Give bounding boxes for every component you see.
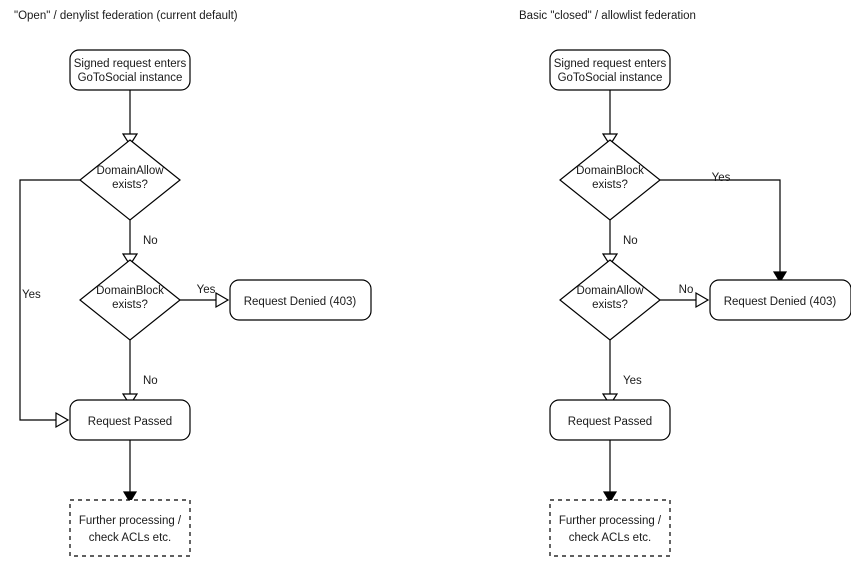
node-domainblock-left[interactable]: DomainBlock exists?: [79, 259, 181, 341]
edge-passed-to-further-right: [602, 440, 618, 504]
node-request-denied-right-shape[interactable]: [709, 279, 851, 321]
edge-domainallow-no-left: No: [121, 220, 158, 267]
node-start-right[interactable]: Signed request enters GoToSocial instanc…: [549, 49, 671, 91]
node-further-processing-right-shape[interactable]: [549, 499, 671, 557]
node-start-left-label-line2: GoToSocial instance: [78, 72, 183, 84]
edge-label-domainblock-no-left: No: [143, 375, 158, 387]
node-domainallow-right-label-line2: exists?: [592, 299, 628, 311]
node-domainallow-right-label-line1: DomainAllow: [576, 285, 644, 297]
node-start-left[interactable]: Signed request enters GoToSocial instanc…: [69, 49, 191, 91]
edge-label-domainblock-no-right: No: [623, 235, 638, 247]
edge-domainallow-no-right: No: [660, 284, 710, 309]
edge-domainallow-yes-right: Yes: [601, 340, 642, 407]
node-domainblock-left-label-line2: exists?: [112, 299, 148, 311]
edge-start-to-domainblock-right: [601, 90, 619, 147]
panel-closed-allowlist: Basic "closed" / allowlist federation Si…: [519, 10, 851, 557]
node-domainblock-right-label-line2: exists?: [592, 179, 628, 191]
edge-label-domainallow-yes-left: Yes: [22, 289, 41, 301]
edge-label-domainblock-yes-right: Yes: [712, 172, 731, 184]
node-request-denied-right[interactable]: Request Denied (403): [709, 279, 851, 321]
panel-title-open-denylist: "Open" / denylist federation (current de…: [14, 10, 238, 22]
node-domainblock-right-label-line1: DomainBlock: [576, 165, 644, 177]
edge-domainblock-yes-left: Yes: [180, 284, 230, 309]
edge-start-to-domainallow-left: [121, 90, 139, 147]
edge-label-domainblock-yes-left: Yes: [197, 284, 216, 296]
node-further-processing-right[interactable]: Further processing / check ACLs etc.: [549, 499, 671, 557]
node-request-passed-right-label: Request Passed: [568, 416, 652, 428]
node-request-denied-left[interactable]: Request Denied (403): [229, 279, 372, 321]
node-domainblock-right[interactable]: DomainBlock exists?: [559, 139, 661, 221]
node-request-denied-right-label: Request Denied (403): [724, 296, 837, 308]
node-request-denied-left-label: Request Denied (403): [244, 296, 357, 308]
edge-passed-to-further-left: [122, 440, 138, 504]
node-request-passed-left[interactable]: Request Passed: [69, 399, 191, 441]
node-request-denied-left-shape[interactable]: [229, 279, 372, 321]
node-start-right-label-line2: GoToSocial instance: [558, 72, 663, 84]
node-start-left-label-line1: Signed request enters: [74, 58, 187, 70]
node-further-processing-left-label-line2: check ACLs etc.: [89, 532, 171, 544]
edge-label-domainallow-no-right: No: [679, 284, 694, 296]
node-request-passed-right[interactable]: Request Passed: [549, 399, 671, 441]
edge-domainblock-yes-right: Yes: [660, 172, 788, 284]
node-further-processing-left[interactable]: Further processing / check ACLs etc.: [69, 499, 191, 557]
edge-label-domainallow-yes-right: Yes: [623, 375, 642, 387]
edge-domainallow-yes-left: Yes: [19, 179, 80, 429]
edge-label-domainallow-no-left: No: [143, 235, 158, 247]
node-further-processing-left-shape[interactable]: [69, 499, 191, 557]
node-domainblock-left-label-line1: DomainBlock: [96, 285, 164, 297]
node-domainallow-left-label-line2: exists?: [112, 179, 148, 191]
node-domainallow-right[interactable]: DomainAllow exists?: [559, 259, 661, 341]
node-further-processing-right-label-line1: Further processing /: [559, 515, 662, 527]
panel-open-denylist: "Open" / denylist federation (current de…: [14, 10, 372, 557]
panel-title-closed-allowlist: Basic "closed" / allowlist federation: [519, 10, 696, 22]
node-start-right-shape[interactable]: [549, 49, 671, 91]
node-start-left-shape[interactable]: [69, 49, 191, 91]
edge-domainblock-no-right: No: [601, 220, 638, 267]
node-start-right-label-line1: Signed request enters: [554, 58, 667, 70]
node-domainallow-left[interactable]: DomainAllow exists?: [79, 139, 181, 221]
node-further-processing-right-label-line2: check ACLs etc.: [569, 532, 651, 544]
node-further-processing-left-label-line1: Further processing /: [79, 515, 182, 527]
edge-domainblock-no-left: No: [121, 340, 158, 407]
node-request-passed-left-label: Request Passed: [88, 416, 172, 428]
node-domainallow-left-label-line1: DomainAllow: [96, 165, 164, 177]
